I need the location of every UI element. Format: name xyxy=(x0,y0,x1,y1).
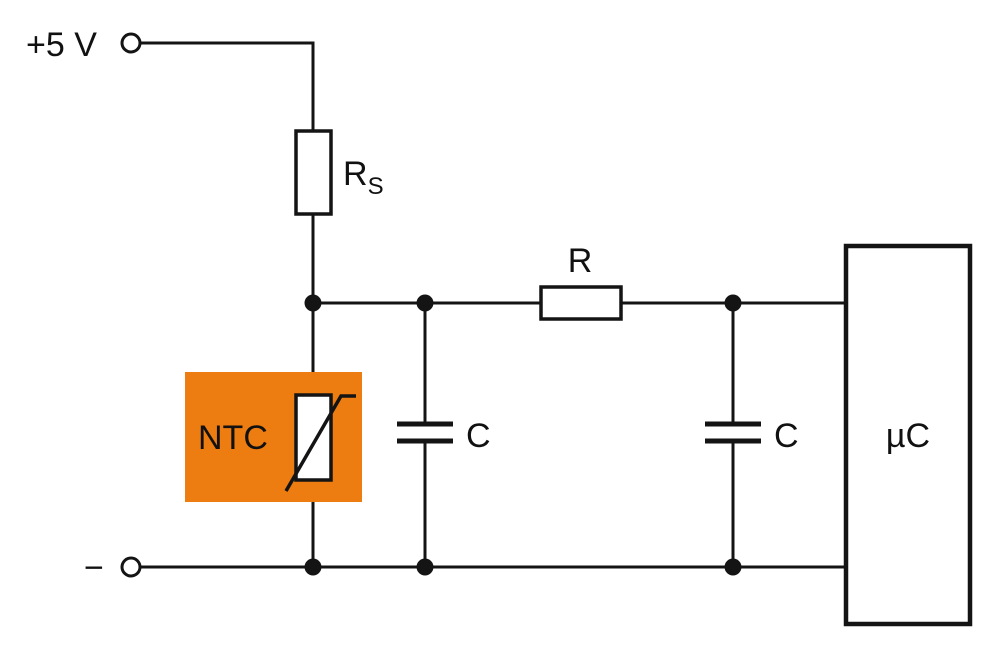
junction-cap1-ground xyxy=(416,558,434,576)
ground-label: − xyxy=(84,549,104,587)
wire-supply xyxy=(140,41,315,131)
junction-cap1-top xyxy=(416,294,434,312)
ntc-thermistor-stroke-icon xyxy=(284,394,356,492)
capacitor2-label: C xyxy=(774,417,799,455)
resistor-rs-body xyxy=(294,129,333,216)
junction-divider-node xyxy=(304,294,322,312)
junction-cap2-top xyxy=(724,294,742,312)
capacitor2-plates-icon xyxy=(705,421,761,444)
capacitor1-label: C xyxy=(466,417,491,455)
resistor-rs-label: RS xyxy=(343,155,384,200)
ntc-label: NTC xyxy=(198,419,268,457)
junction-ntc-ground xyxy=(304,558,322,576)
resistor-r-body xyxy=(539,285,623,321)
supply-terminal-icon xyxy=(120,32,142,54)
supply-label: +5 V xyxy=(26,26,97,64)
resistor-r-label: R xyxy=(568,242,593,280)
mcu-box xyxy=(843,243,973,627)
junction-dots xyxy=(304,294,742,576)
capacitor1-plates-icon xyxy=(397,421,453,444)
ground-terminal-icon xyxy=(120,556,142,578)
mcu-label: µC xyxy=(886,417,930,455)
junction-cap2-ground xyxy=(724,558,742,576)
